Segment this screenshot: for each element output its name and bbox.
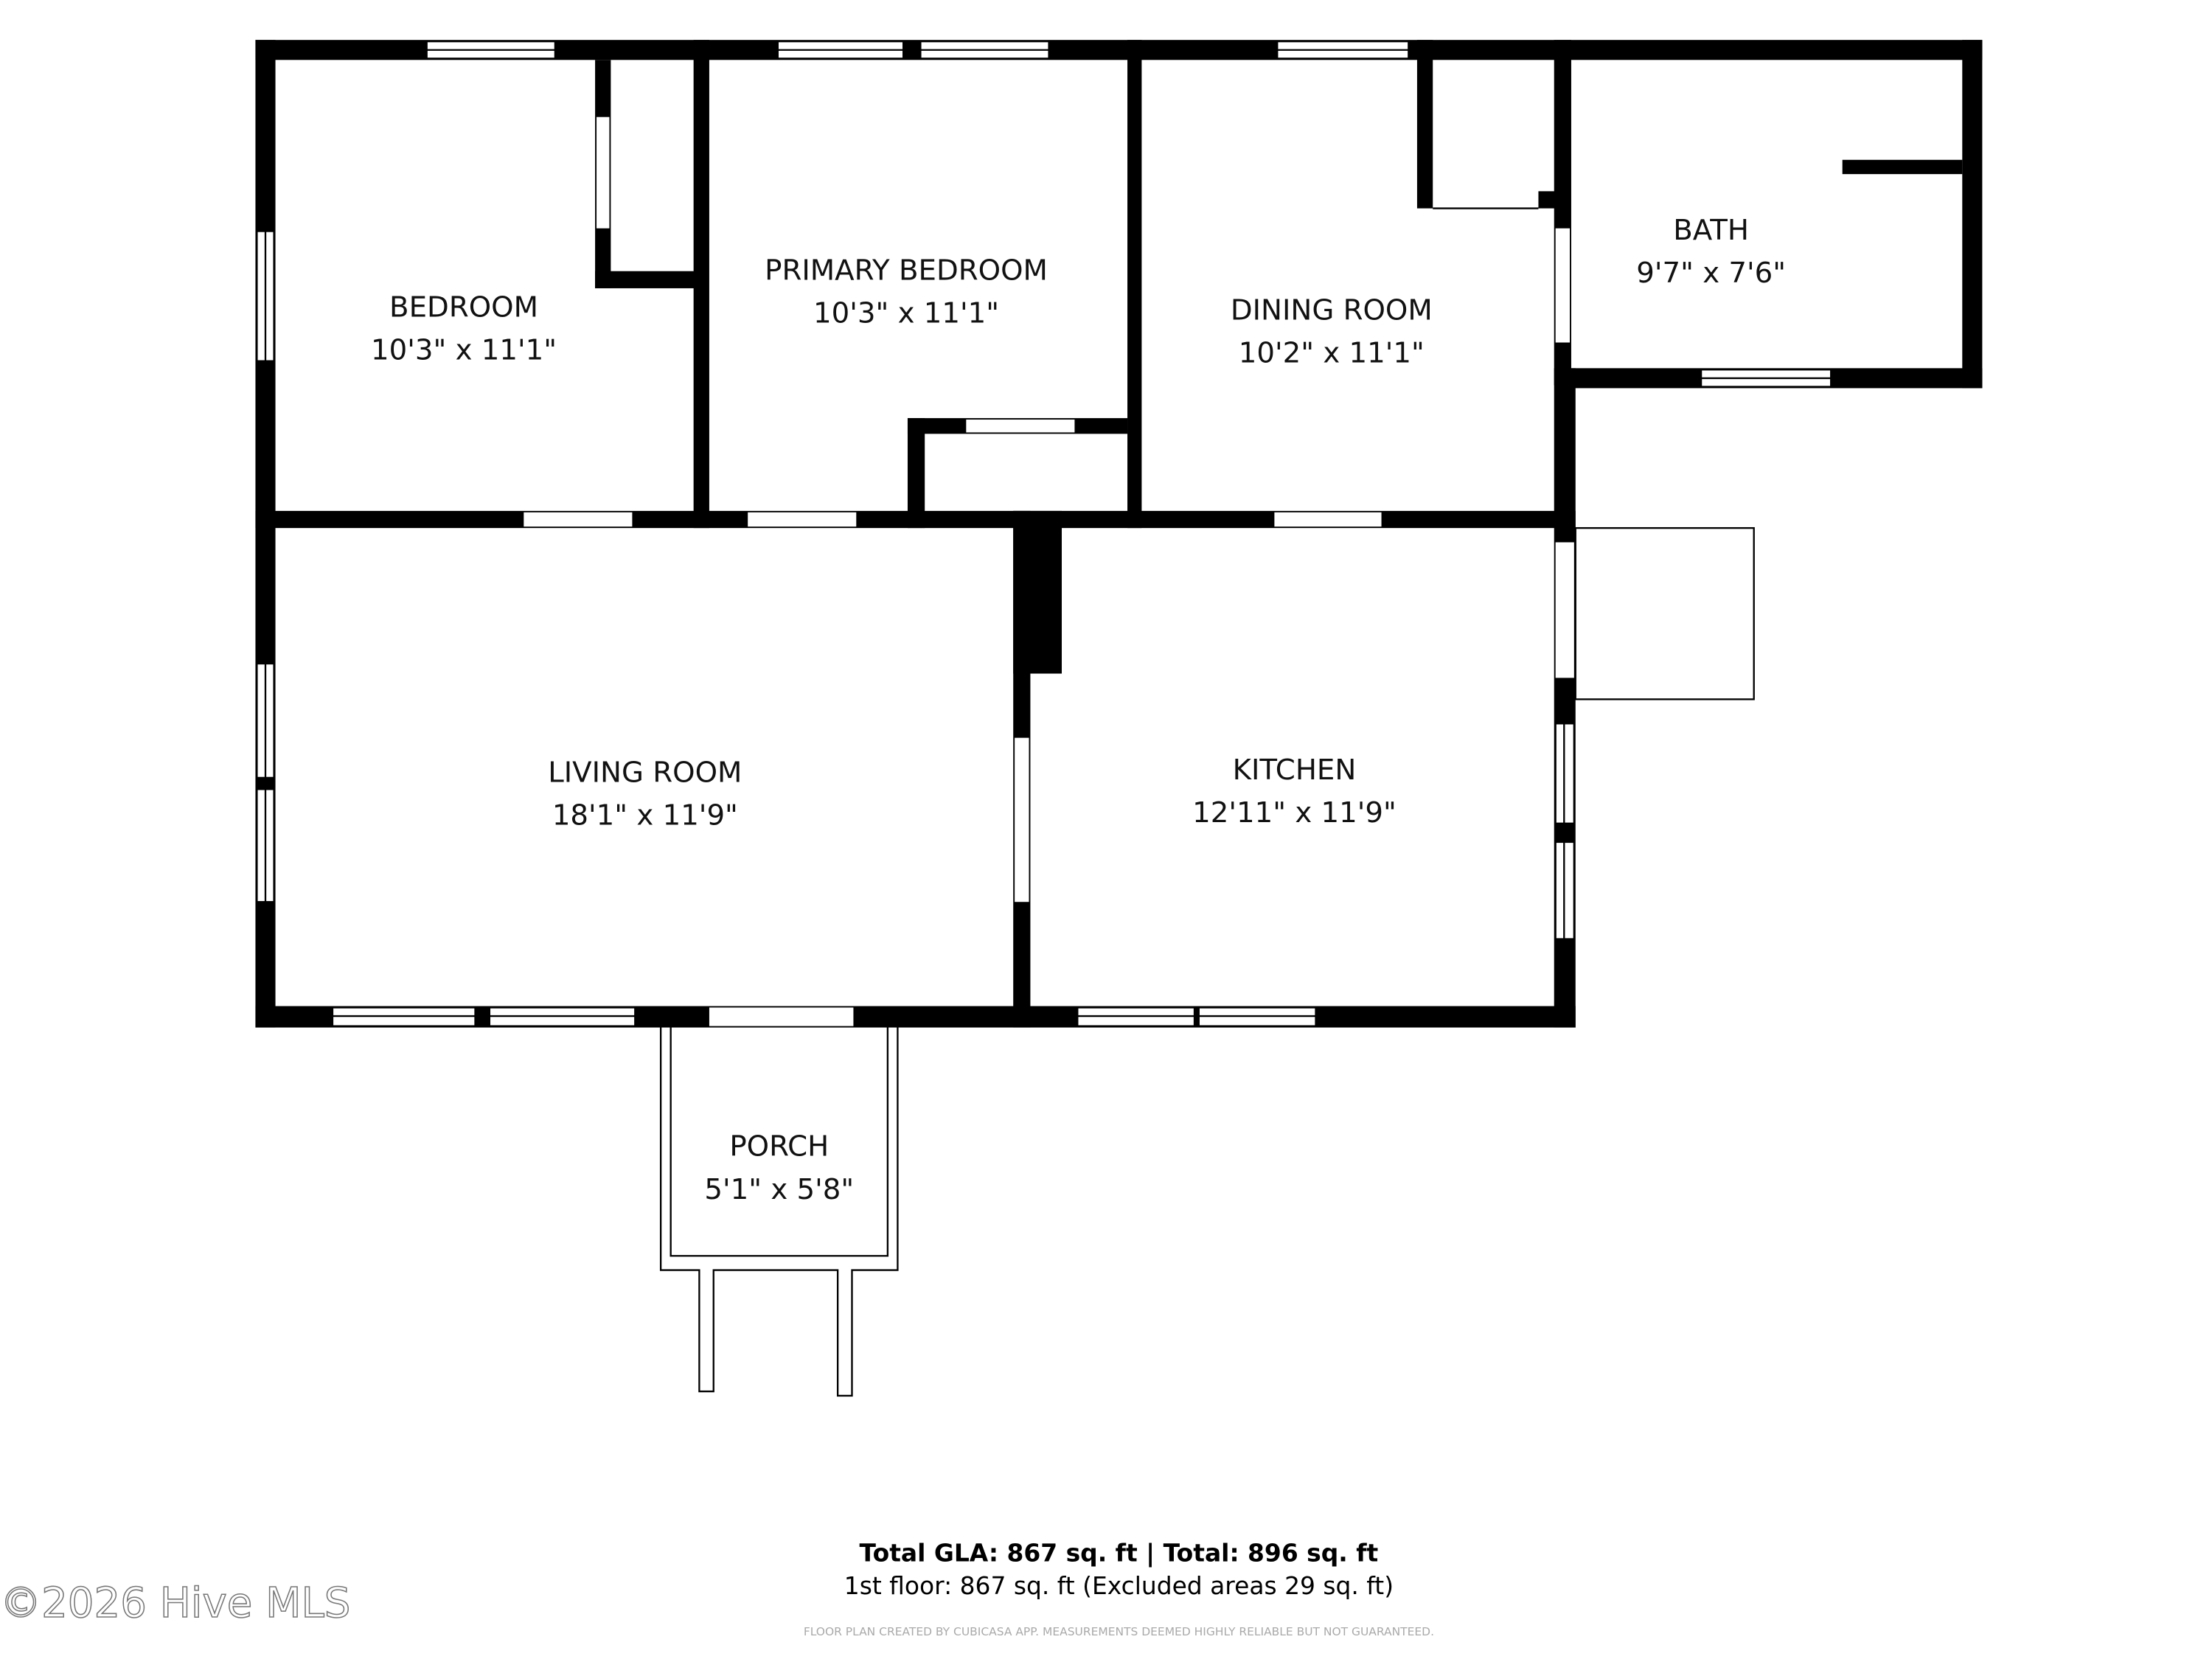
room-labels: BEDROOM 10'3" x 11'1" PRIMARY BEDROOM 10… [371, 214, 1786, 1206]
room-name-bath: BATH [1673, 214, 1749, 247]
room-name-dining-room: DINING ROOM [1231, 294, 1433, 327]
windows [256, 40, 1832, 1027]
deck-outline [1574, 526, 1755, 700]
disclaimer: FLOOR PLAN CREATED BY CUBICASA APP. MEAS… [804, 1625, 1434, 1638]
watermark: ©2026 Hive MLS [0, 1579, 350, 1627]
porch-outline [659, 1027, 899, 1397]
room-name-living-room: LIVING ROOM [548, 757, 742, 790]
room-name-primary-bedroom: PRIMARY BEDROOM [765, 254, 1048, 287]
room-size-living-room: 18'1" x 11'9" [552, 799, 738, 832]
room-size-bath: 9'7" x 7'6" [1636, 257, 1786, 290]
room-size-porch: 5'1" x 5'8" [704, 1173, 854, 1206]
room-name-kitchen: KITCHEN [1233, 754, 1357, 787]
room-size-bedroom: 10'3" x 11'1" [371, 334, 557, 367]
room-name-bedroom: BEDROOM [389, 291, 538, 324]
room-size-kitchen: 12'11" x 11'9" [1192, 796, 1397, 830]
total-area: Total GLA: 867 sq. ft | Total: 896 sq. f… [860, 1538, 1379, 1567]
room-name-porch: PORCH [729, 1130, 829, 1164]
floor-area: 1st floor: 867 sq. ft (Excluded areas 29… [844, 1571, 1394, 1600]
door-openings [524, 116, 1574, 1026]
room-size-primary-bedroom: 10'3" x 11'1" [813, 296, 999, 330]
walls [255, 40, 1983, 1028]
room-size-dining-room: 10'2" x 11'1" [1239, 337, 1425, 370]
